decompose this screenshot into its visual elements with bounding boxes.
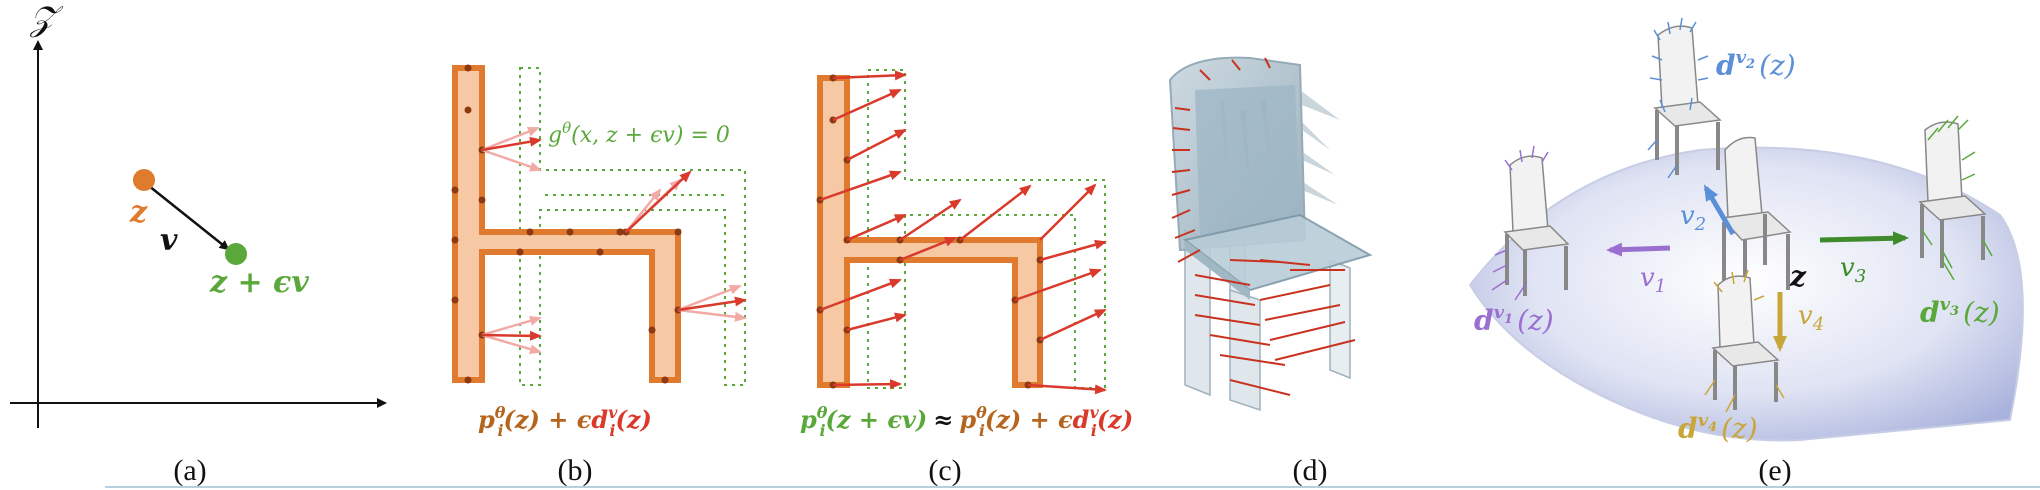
- selected-arrows-b: [481, 136, 747, 341]
- label-d-v3: dv3(z): [1920, 294, 2000, 329]
- perturbed-shape-outline: [519, 67, 746, 386]
- arrow-v3: [1819, 231, 1909, 246]
- panel-d: (d): [1168, 56, 1373, 487]
- sample-points-b: [451, 64, 682, 384]
- caption-e: (e): [1758, 454, 1791, 487]
- label-z: z: [129, 195, 148, 230]
- label-z-center: z: [1789, 260, 1807, 293]
- label-v: v: [160, 223, 178, 258]
- v-arrow: [143, 181, 230, 251]
- displacement-arrows-c: [819, 70, 1107, 395]
- displacement-spikes-d: [1220, 90, 1340, 205]
- caption-a: (a): [173, 454, 206, 487]
- chair-3d-model: [1168, 56, 1373, 412]
- caption-d: (d): [1293, 454, 1328, 487]
- arrow-v1: [1606, 242, 1671, 257]
- label-v3: v3: [1840, 253, 1866, 287]
- chair-shape-c: [817, 75, 1043, 388]
- chair-d4: [1704, 269, 1785, 413]
- chair-d1: [1491, 145, 1570, 301]
- label-v1: v1: [1640, 263, 1666, 297]
- caption-b: (b): [558, 454, 593, 487]
- label-v4: v4: [1798, 301, 1824, 335]
- label-v2: v2: [1680, 201, 1706, 235]
- panel-a: 𝒵 z v z + ϵv (a): [10, 0, 387, 487]
- label-d-v1: dv1(z): [1474, 302, 1554, 337]
- point-z: [133, 169, 155, 191]
- label-d-v4: dv4(z): [1678, 410, 1758, 445]
- label-d-v2: dv2(z): [1716, 47, 1796, 82]
- point-z-eps-v: [225, 243, 247, 265]
- label-z-plus-eps-v: z + ϵv: [209, 265, 309, 300]
- chair-center: [1720, 136, 1792, 300]
- sample-points-c: [816, 74, 1044, 389]
- panel-e: z v2 v1 v3 v4 dv2(z) dv1(z) dv3(z) dv4(z…: [1468, 17, 2024, 487]
- chair-d3: [1918, 115, 1993, 281]
- latent-space-label: 𝒵: [29, 0, 64, 39]
- constraint-equation: gθ(x, z + ϵv) = 0: [548, 119, 730, 148]
- arrow-v2: [1703, 184, 1736, 236]
- displacement-vectors-d: [1171, 57, 1356, 396]
- chair-d2: [1647, 17, 1722, 179]
- perturbed-shape-outline-c: [867, 69, 1106, 389]
- chair-shape-b: [452, 65, 681, 383]
- caption-c: (c): [928, 454, 961, 487]
